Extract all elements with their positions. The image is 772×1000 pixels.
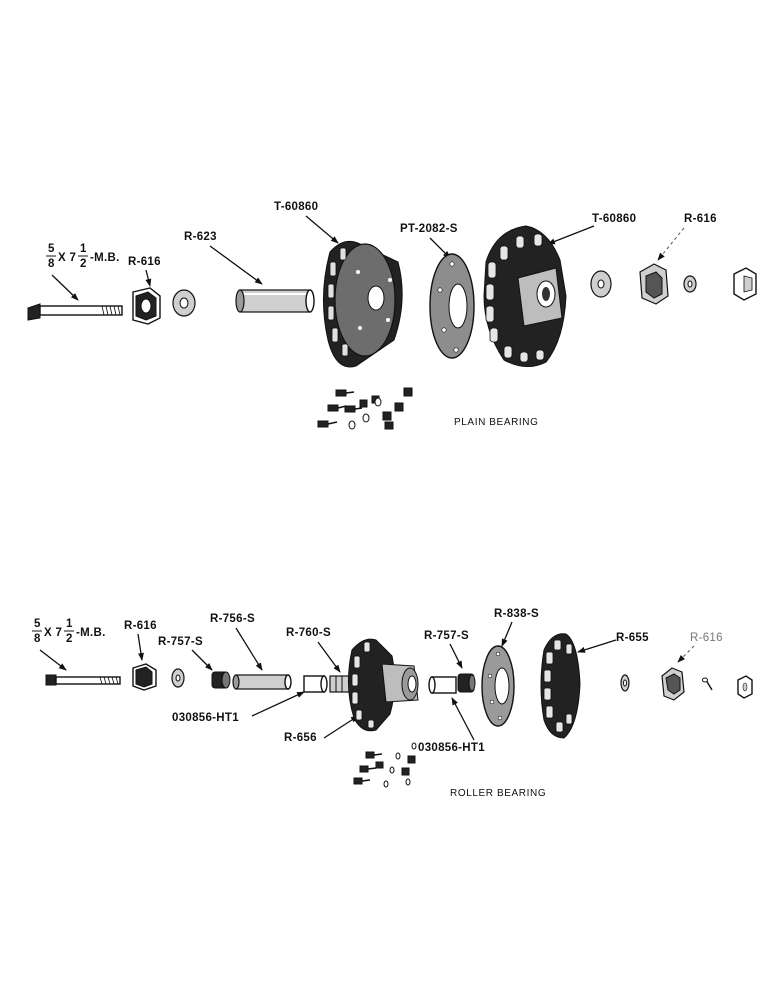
- bolt-half-numerator: 1: [80, 243, 87, 255]
- plain-washer-right: [590, 270, 612, 298]
- caption-roller-bearing: ROLLER BEARING: [450, 788, 546, 799]
- plain-bearing-assembly: 5 8 X 7 1 2 -M.B. R-616: [27, 201, 757, 430]
- plain-r616-left-nut: [132, 287, 161, 325]
- label-r756s: R-756-S: [210, 613, 255, 625]
- label-t60860-left: T-60860: [274, 201, 318, 213]
- bolt-half-denominator: 2: [66, 633, 73, 645]
- caption-plain-bearing: PLAIN BEARING: [454, 417, 539, 428]
- label-r655: R-655: [616, 632, 649, 644]
- roller-r616-left-nut: [132, 663, 157, 691]
- bolt-fraction-numerator: 5: [48, 243, 55, 255]
- roller-r616-right-nut: [661, 667, 685, 701]
- plain-washer-left: [172, 289, 196, 317]
- label-t60860-right: T-60860: [592, 213, 636, 225]
- bolt-fraction-denominator: 8: [48, 258, 55, 270]
- label-r616-left: R-616: [128, 256, 161, 268]
- plain-pt2082s-gasket: [429, 253, 475, 359]
- label-r760s: R-760-S: [286, 627, 331, 639]
- roller-r757s-right-seal: [457, 673, 476, 693]
- label-r656: R-656: [284, 732, 317, 744]
- roller-bolt: [45, 674, 121, 686]
- bolt-half-numerator: 1: [66, 618, 73, 630]
- label-cup-right: 030856-HT1: [418, 742, 485, 754]
- plain-r616-right-nut: [639, 263, 669, 305]
- roller-hex-nut: [737, 675, 753, 699]
- bolt-suffix: -M.B.: [90, 252, 120, 264]
- roller-cup-left: [303, 675, 328, 693]
- plain-bolt-label: 5 8 X 7 1 2 -M.B.: [46, 243, 120, 270]
- bolt-length-prefix: X 7: [44, 627, 62, 639]
- bolt-fraction-numerator: 5: [34, 618, 41, 630]
- roller-washer-left: [171, 668, 185, 688]
- roller-hardware-cluster: [353, 742, 417, 788]
- roller-r656-hub: [347, 638, 419, 732]
- label-r616-left: R-616: [124, 620, 157, 632]
- roller-washer-right: [620, 674, 630, 692]
- roller-cup-right: [428, 676, 457, 694]
- label-r757s-left: R-757-S: [158, 636, 203, 648]
- bolt-suffix: -M.B.: [76, 627, 106, 639]
- bolt-length-prefix: X 7: [58, 252, 76, 264]
- plain-t60860-right-hub: [483, 225, 567, 367]
- roller-r756s-spacer: [232, 674, 292, 690]
- bolt-half-denominator: 2: [80, 258, 87, 270]
- roller-cotter-pin: [702, 677, 713, 691]
- roller-r838s-gasket: [481, 645, 515, 727]
- plain-hardware-cluster: [317, 387, 413, 430]
- label-r838s: R-838-S: [494, 608, 539, 620]
- label-r616-right: R-616: [684, 213, 717, 225]
- label-r623: R-623: [184, 231, 217, 243]
- bolt-fraction-denominator: 8: [34, 633, 41, 645]
- plain-bolt: [27, 303, 123, 321]
- label-pt2082s: PT-2082-S: [400, 223, 458, 235]
- roller-r757s-left-seal: [211, 671, 231, 689]
- plain-hex-nut: [733, 267, 757, 301]
- roller-bolt-label: 5 8 X 7 1 2 -M.B.: [32, 618, 106, 645]
- label-r757s-right: R-757-S: [424, 630, 469, 642]
- plain-r623-sleeve: [235, 289, 315, 313]
- roller-bearing-assembly: 5 8 X 7 1 2 -M.B. R-616 R-757-S: [32, 608, 753, 799]
- label-cup-left: 030856-HT1: [172, 712, 239, 724]
- label-r616-right: R-616: [690, 632, 723, 644]
- plain-t60860-left-hub: [323, 240, 403, 368]
- roller-r655-shell: [540, 633, 581, 739]
- plain-lock-washer: [683, 275, 697, 293]
